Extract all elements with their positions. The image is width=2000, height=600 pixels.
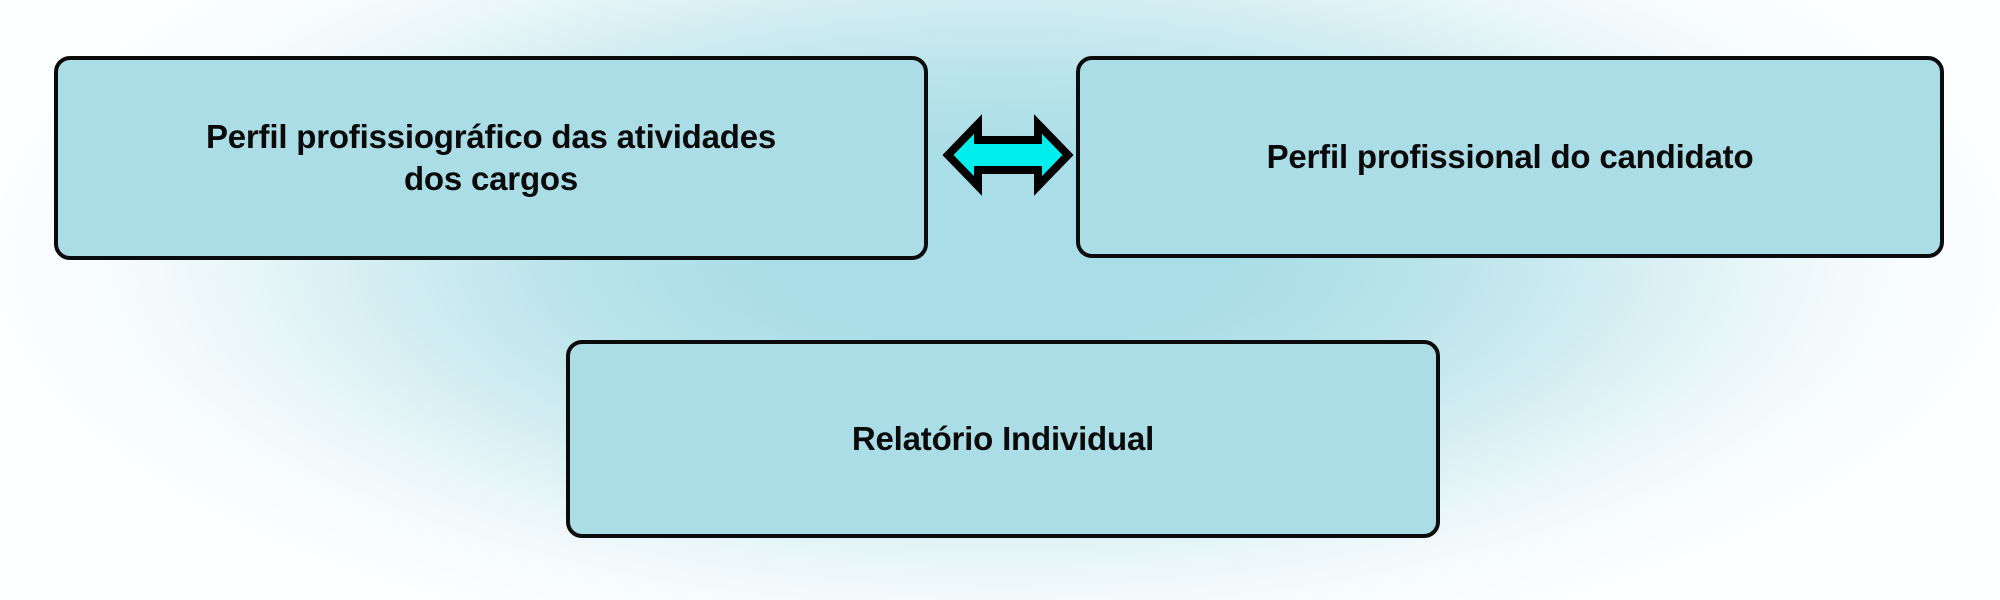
double-headed-arrow-icon <box>942 114 1074 196</box>
node-profile-activities[interactable]: Perfil profissiográfico das atividades d… <box>54 56 928 260</box>
double-headed-arrow-path <box>942 114 1074 196</box>
node-individual-report[interactable]: Relatório Individual <box>566 340 1440 538</box>
node-individual-report-label: Relatório Individual <box>851 419 1155 457</box>
double-headed-arrow-shape <box>942 114 1074 196</box>
node-profile-activities-label: Perfil profissiográfico das atividades d… <box>205 117 777 197</box>
node-candidate-profile-label: Perfil profissional do candidato <box>1266 137 1754 175</box>
node-candidate-profile[interactable]: Perfil profissional do candidato <box>1076 56 1944 258</box>
